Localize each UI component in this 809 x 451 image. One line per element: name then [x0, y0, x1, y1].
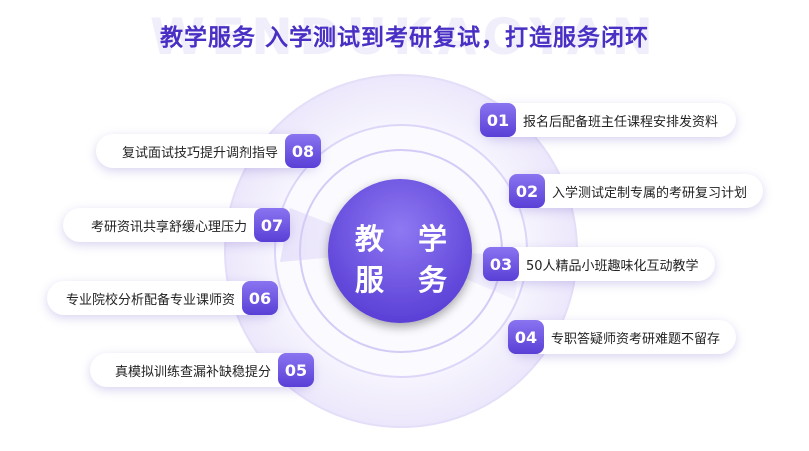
service-item-04: 04 专职答疑师资考研难题不留存 — [508, 320, 736, 354]
service-item-07: 考研资讯共享舒缓心理压力 07 — [63, 208, 290, 242]
item-label: 入学测试定制专属的考研复习计划 — [552, 185, 748, 201]
service-item-06: 专业院校分析配备专业课师资 06 — [47, 281, 278, 315]
center-label-line2: 服 务 — [354, 263, 460, 297]
item-number-badge: 08 — [285, 134, 321, 168]
item-number-badge: 05 — [278, 353, 314, 387]
item-label: 考研资讯共享舒缓心理压力 — [90, 219, 247, 235]
service-item-01: 01 报名后配备班主任课程安排发资料 — [480, 103, 736, 137]
item-label: 报名后配备班主任课程安排发资料 — [523, 114, 719, 130]
item-label: 50人精品小班趣味化互动教学 — [526, 258, 699, 274]
item-label: 复试面试技巧提升调剂指导 — [121, 145, 278, 161]
item-number-badge: 06 — [242, 281, 278, 315]
service-item-02: 02 入学测试定制专属的考研复习计划 — [509, 174, 763, 208]
item-number-badge: 02 — [509, 174, 545, 208]
service-item-08: 复试面试技巧提升调剂指导 08 — [96, 134, 321, 168]
item-number-badge: 03 — [483, 247, 519, 281]
page-title: 教学服务 入学测试到考研复试，打造服务闭环 — [159, 25, 649, 51]
center-label-line1: 教 学 — [354, 222, 460, 256]
service-item-03: 03 50人精品小班趣味化互动教学 — [483, 247, 715, 281]
center-core — [328, 179, 472, 323]
item-number-badge: 07 — [254, 208, 290, 242]
watermark-text: WENDUKAOYAN — [149, 8, 660, 66]
item-label: 真模拟训练查漏补缺稳提分 — [114, 364, 271, 380]
item-label: 专职答疑师资考研难题不留存 — [551, 331, 721, 347]
service-item-05: 真模拟训练查漏补缺稳提分 05 — [90, 353, 314, 387]
item-label: 专业院校分析配备专业课师资 — [65, 292, 235, 308]
item-number-badge: 04 — [508, 320, 544, 354]
item-number-badge: 01 — [480, 103, 516, 137]
